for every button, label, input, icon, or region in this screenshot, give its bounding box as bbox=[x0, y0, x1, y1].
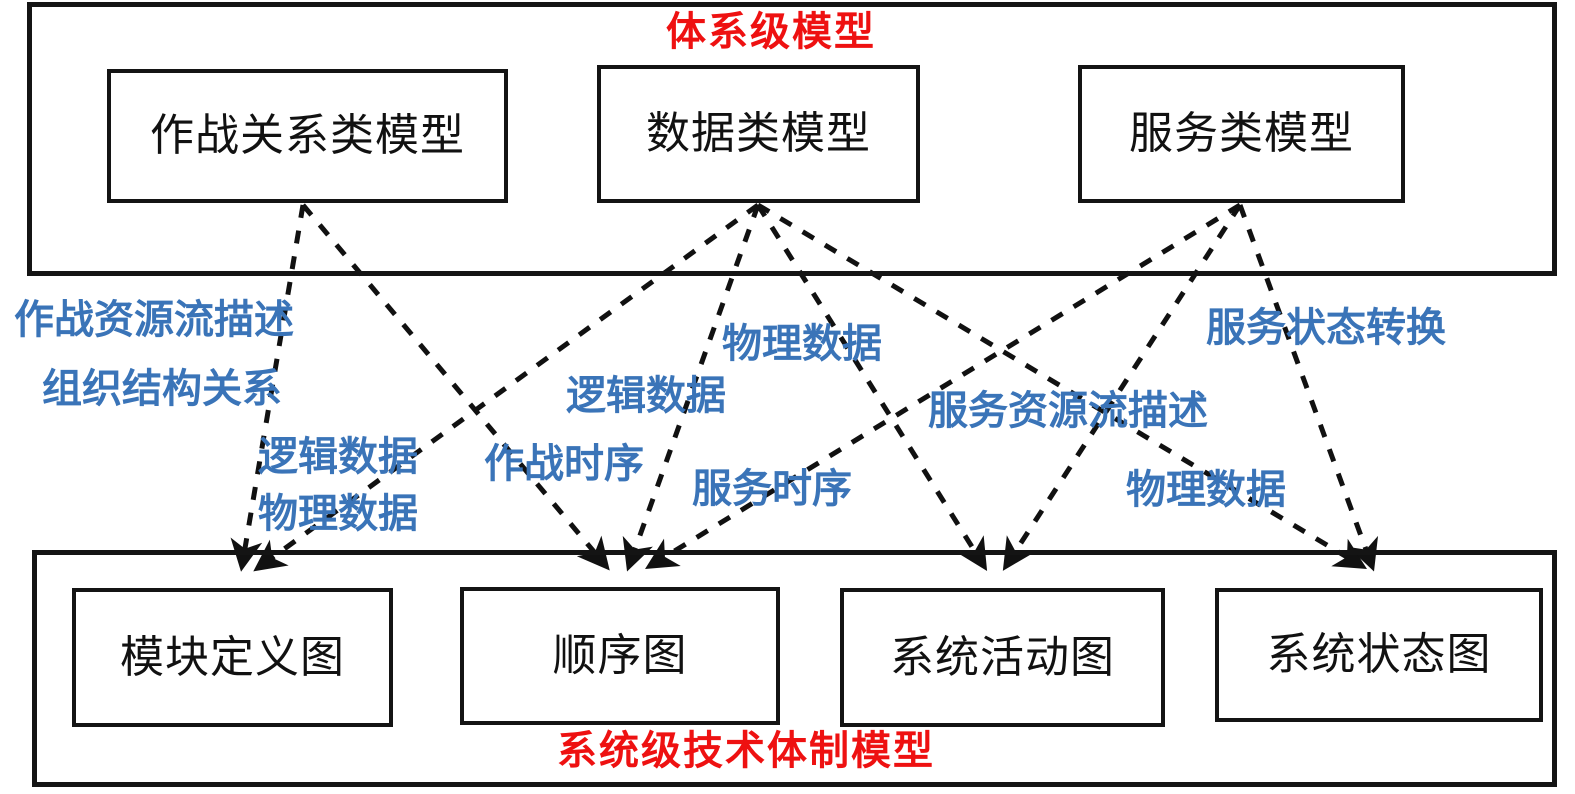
node-label: 系统状态图 bbox=[1266, 629, 1492, 680]
bottom-section-container bbox=[32, 550, 1557, 787]
edge-data-to-activity bbox=[755, 203, 988, 571]
node-label: 系统活动图 bbox=[890, 631, 1115, 683]
node-sequence-diagram[interactable]: 顺序图 bbox=[460, 587, 780, 725]
edge-data-to-sequence bbox=[622, 204, 761, 572]
node-label: 顺序图 bbox=[552, 630, 688, 681]
top-section-title: 体系级模型 bbox=[666, 9, 876, 55]
edge-service-to-activity bbox=[1002, 203, 1243, 571]
bottom-section-title: 系统级技术体制模型 bbox=[557, 728, 935, 774]
edge-label-service-state-transition: 服务状态转换 bbox=[1206, 304, 1446, 351]
top-section-container bbox=[27, 2, 1557, 276]
node-block-definition-diagram[interactable]: 模块定义图 bbox=[72, 588, 393, 727]
edge-label-service-sequence: 服务时序 bbox=[692, 465, 852, 512]
node-label: 服务类模型 bbox=[1129, 108, 1354, 159]
edge-operational-to-block bbox=[230, 204, 306, 572]
node-operational-relation-model[interactable]: 作战关系类模型 bbox=[107, 69, 508, 203]
edge-label-physical-data-center: 物理数据 bbox=[722, 320, 882, 367]
node-label: 作战关系类模型 bbox=[150, 110, 465, 161]
edge-label-logical-data-left: 逻辑数据 bbox=[258, 433, 418, 480]
node-data-class-model[interactable]: 数据类模型 bbox=[597, 65, 920, 203]
edge-label-logical-data-center: 逻辑数据 bbox=[566, 372, 726, 419]
node-service-class-model[interactable]: 服务类模型 bbox=[1078, 65, 1405, 203]
node-system-state-diagram[interactable]: 系统状态图 bbox=[1215, 588, 1543, 722]
edge-service-to-sequence bbox=[645, 202, 1242, 570]
edge-label-service-resource-flow: 服务资源流描述 bbox=[928, 387, 1208, 434]
edge-service-to-state bbox=[1237, 204, 1379, 572]
edge-label-organization-structure-relation: 组织结构关系 bbox=[42, 365, 282, 412]
edge-label-operational-resource-flow: 作战资源流描述 bbox=[14, 296, 294, 343]
edge-label-physical-data-left: 物理数据 bbox=[258, 490, 418, 537]
node-label: 模块定义图 bbox=[120, 631, 345, 683]
node-system-activity-diagram[interactable]: 系统活动图 bbox=[840, 588, 1165, 727]
node-label: 数据类模型 bbox=[646, 108, 871, 159]
edge-operational-to-sequence bbox=[301, 203, 610, 571]
edge-label-physical-data-right: 物理数据 bbox=[1126, 466, 1286, 513]
edge-label-operational-sequence: 作战时序 bbox=[484, 440, 644, 487]
